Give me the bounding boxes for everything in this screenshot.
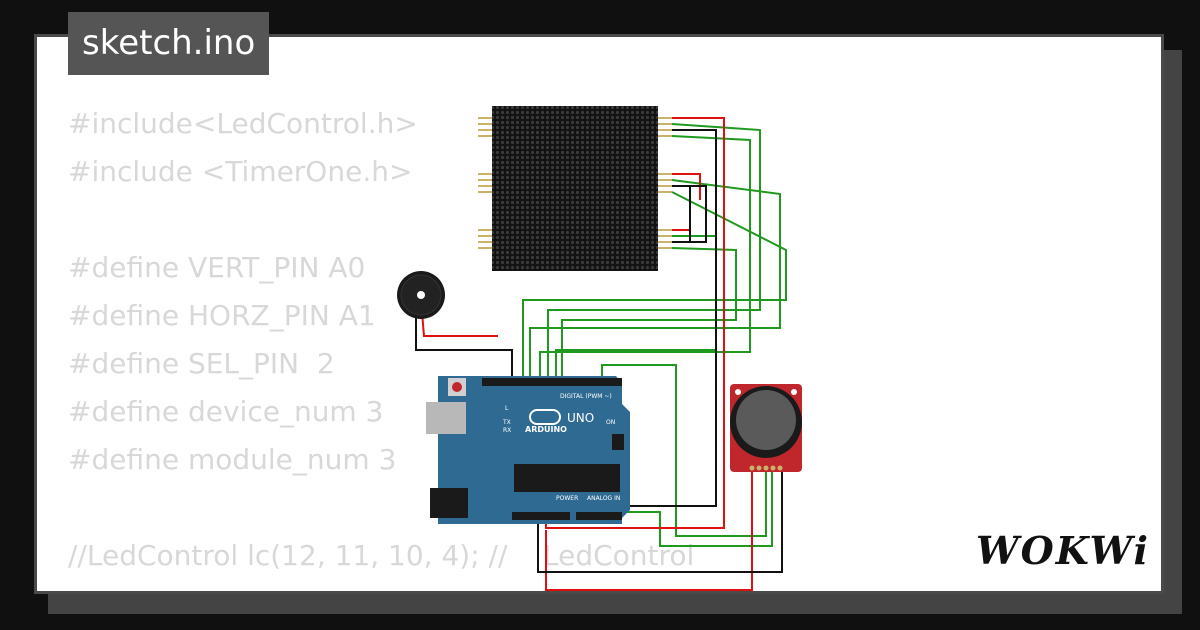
wires (415, 117, 787, 591)
l-label: L (505, 405, 509, 412)
code-line: #include<LedControl.h> (68, 107, 418, 140)
wire-green (529, 179, 781, 380)
icsp-header (612, 434, 624, 450)
led-matrix-right-pins (658, 117, 672, 249)
code-line: #define SEL_PIN 2 (68, 347, 335, 380)
joystick-pins (749, 465, 783, 471)
wire-black (628, 129, 717, 507)
digital-header (482, 378, 622, 386)
code-line: #define HORZ_PIN A1 (68, 299, 376, 332)
code-line: //LedControl lc(12, 11, 10, 4); // LedCo… (68, 539, 695, 572)
buzzer[interactable] (397, 271, 445, 319)
file-tab[interactable]: sketch.ino (68, 12, 270, 75)
joystick-module[interactable] (730, 384, 802, 472)
code-line: #define device_num 3 (68, 395, 384, 428)
wire-green (547, 123, 761, 380)
wire-green (522, 191, 787, 380)
digital-label: DIGITAL (PWM ~) (560, 393, 612, 400)
code-line: #define VERT_PIN A0 (68, 251, 366, 284)
power-label: POWER (556, 495, 578, 502)
led-matrix-display (492, 106, 658, 271)
rx-label: RX (503, 427, 511, 434)
wire-green (561, 247, 737, 380)
wire-black (537, 470, 783, 573)
wire-red (672, 200, 691, 231)
power-jack (430, 488, 468, 518)
code-background: #include<LedControl.h> #include <TimerOn… (68, 100, 694, 580)
wire-black (415, 300, 513, 382)
tx-label: TX (502, 419, 511, 426)
wire-red (545, 470, 753, 591)
led-matrix-left-pins (478, 117, 492, 249)
analog-label: ANALOG IN (587, 495, 620, 502)
board-brand: ARDUINO (525, 425, 567, 434)
arduino-logo-icon (529, 409, 561, 425)
atmega-chip (514, 464, 620, 492)
on-label: ON (606, 419, 615, 426)
wire-black (672, 186, 691, 243)
led-matrix[interactable] (478, 106, 672, 271)
power-header (512, 512, 570, 520)
wire-red (672, 173, 701, 200)
board-model: UNO (567, 411, 594, 425)
usb-port (426, 402, 466, 434)
analog-header (576, 512, 622, 520)
code-line: #include <TimerOne.h> (68, 155, 413, 188)
arduino-uno-board[interactable]: UNO ARDUINO DIGITAL (PWM ~) POWER ANALOG… (426, 376, 630, 524)
wokwi-logo: WOKWi (976, 528, 1150, 573)
wire-green (601, 364, 767, 537)
joystick-knob[interactable] (736, 390, 796, 450)
code-line: #define module_num 3 (68, 443, 397, 476)
wire-red (545, 117, 725, 529)
